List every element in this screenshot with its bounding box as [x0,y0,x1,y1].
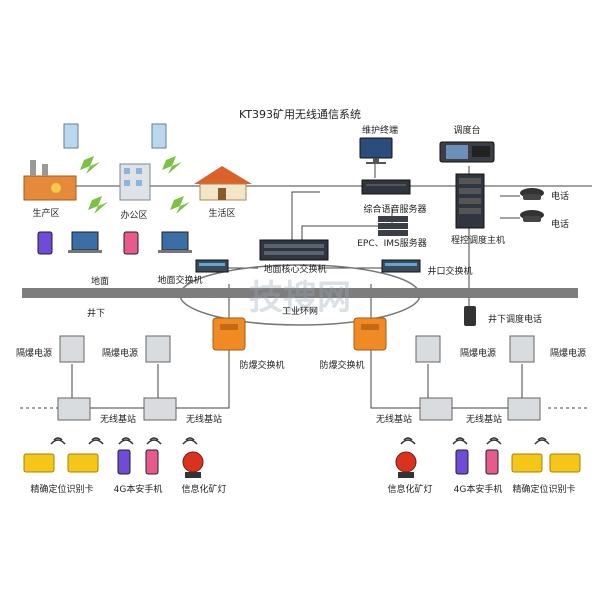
voice-server-label: 综合语音服务器 [363,203,426,215]
ex-power-lr-icon [145,335,171,363]
ex-power-lr-label: 隔爆电源 [102,347,138,359]
shaft-switch-icon [381,259,421,273]
base-station-left-icon [57,397,91,421]
underground-phone-label: 井下调度电话 [488,313,542,325]
shaft-switch-label: 井口交换机 [427,265,472,277]
maintenance-terminal-icon [359,137,393,164]
maintenance-terminal-label: 维护终端 [362,124,398,136]
phone4g-left-label: 4G本安手机 [114,483,163,495]
phone-label-2: 电话 [551,218,569,230]
epc-ims-label: EPC、IMS服务器 [357,237,427,249]
smartphone-icon-1 [37,231,53,255]
ex-switch-right-label: 防爆交换机 [319,359,364,371]
lamp-right-label: 信息化矿灯 [387,483,432,495]
phone4g-right-label: 4G本安手机 [454,483,503,495]
production-area-label: 生产区 [32,207,59,219]
ground-label: 地面 [91,275,109,287]
living-area-label: 生活区 [208,207,235,219]
lamp-left-label: 信息化矿灯 [181,483,226,495]
voice-server-icon [361,179,411,195]
ex-power-rr-label: 隔爆电源 [550,347,586,359]
location-card-right-icon [511,453,581,473]
factory-icon [23,160,77,201]
underground-phone-icon [464,306,476,326]
pbx-rack-icon [455,173,485,229]
core-switch-label: 地面核心交换机 [263,263,326,275]
tower-icon-2 [151,123,167,149]
office-area-label: 办公区 [120,209,147,221]
dispatch-console-icon [439,141,495,163]
phone-label-1: 电话 [551,190,569,202]
ex-switch-right-icon [353,317,387,351]
base-station-right-icon [419,397,453,421]
ex-power-ll-label: 隔爆电源 [16,347,52,359]
smartphone-icon-2 [123,231,139,255]
laptop-icon-1 [68,231,102,253]
base-station-right2-label: 无线基站 [466,413,502,425]
card-left-label: 精确定位识别卡 [30,483,93,495]
ex-power-rl-icon [415,335,441,363]
laptop-icon-2 [158,231,192,253]
watermark: 技搜网 [249,278,351,318]
dispatch-console-label: 调度台 [453,124,480,136]
tower-icon-1 [63,123,79,149]
underground-label: 井下 [87,307,105,319]
ex-power-ll-icon [59,335,85,363]
phone4g-right-icon [455,449,499,475]
wifi-signal-icons [50,437,550,445]
lightning-icons [80,156,190,214]
ex-power-rl-label: 隔爆电源 [460,347,496,359]
card-right-label: 精确定位识别卡 [512,483,575,495]
ex-power-rr-icon [509,335,535,363]
base-station-left-label: 无线基站 [100,413,136,425]
base-station-right-label: 无线基站 [376,413,412,425]
mine-lamp-right-icon [395,451,417,478]
ground-switch-icon [195,259,229,273]
core-switch-icon [259,239,329,261]
house-icon [194,166,252,201]
office-building-icon [119,163,151,201]
ex-switch-left-label: 防爆交换机 [239,359,284,371]
mine-lamp-left-icon [182,451,204,478]
ground-switch-label: 地面交换机 [157,274,202,286]
base-station-right2-icon [507,397,541,421]
underground-lines [20,350,588,409]
ex-switch-left-icon [212,317,246,351]
phone4g-left-icon [117,449,159,475]
watermark-sub: xaoh [312,311,341,325]
base-station-left2-label: 无线基站 [186,413,222,425]
diagram-title: KT393矿用无线通信系统 [239,107,361,121]
phone-icon-2 [520,210,544,222]
base-station-left2-icon [143,397,177,421]
epc-server-icon [378,216,408,236]
pbx-host-label: 程控调度主机 [451,234,505,246]
location-card-left-icon [23,453,99,473]
ground-divider [22,288,578,298]
ring-network-label: 工业环网 [282,306,318,317]
phone-icon-1 [520,188,544,200]
